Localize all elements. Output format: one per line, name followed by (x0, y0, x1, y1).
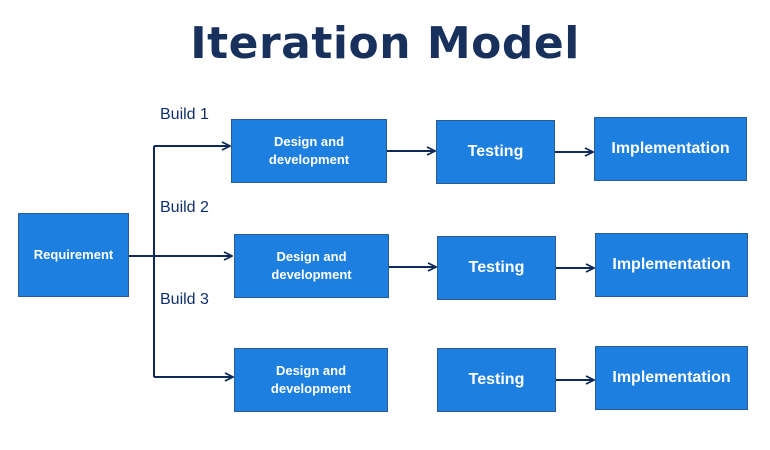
build-1-testing-box: Testing (436, 120, 555, 184)
build-2-implementation-label: Implementation (612, 256, 731, 274)
build-2-testing-box: Testing (437, 236, 556, 300)
build-3-design-box: Design and development (234, 348, 388, 412)
build-3-testing-box: Testing (437, 348, 556, 412)
build-3-label: Build 3 (160, 291, 209, 308)
build-3-implementation-box: Implementation (595, 346, 748, 410)
build-1-label: Build 1 (160, 106, 209, 123)
build-2-design-label: Design and development (271, 249, 352, 282)
build-2-implementation-box: Implementation (595, 233, 748, 297)
build-1-testing-label: Testing (467, 143, 524, 161)
build-1-implementation-label: Implementation (611, 140, 730, 158)
build-3-implementation-label: Implementation (612, 369, 731, 387)
build-3-design-label: Design and development (270, 363, 352, 396)
build-2-design-box: Design and development (234, 234, 389, 298)
build-1-design-box: Design and development (231, 119, 387, 183)
build-1-design-label: Design and development (268, 134, 350, 167)
build-2-testing-label: Testing (468, 259, 525, 277)
diagram-title: Iteration Model (190, 18, 580, 69)
build-2-label: Build 2 (160, 199, 209, 216)
build-3-testing-label: Testing (468, 371, 525, 389)
build-1-implementation-box: Implementation (594, 117, 747, 181)
requirement-box: Requirement (18, 213, 129, 297)
requirement-label: Requirement (33, 247, 114, 263)
